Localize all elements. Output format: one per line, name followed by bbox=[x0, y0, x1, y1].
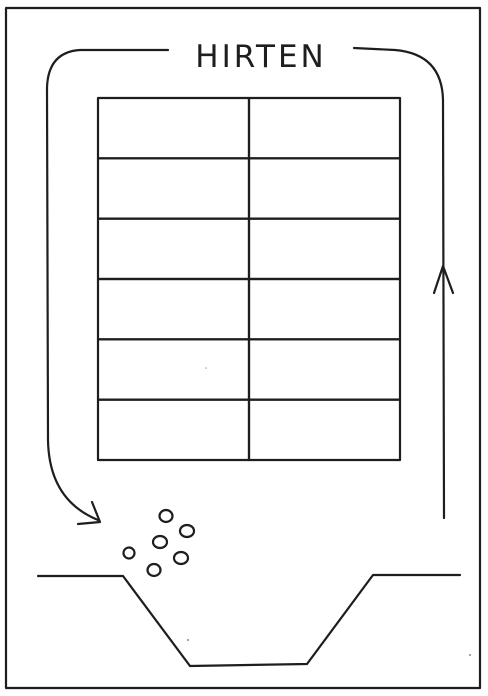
grid-cell bbox=[98, 279, 249, 339]
pebble bbox=[124, 548, 135, 559]
diagram-title: HIRTEN bbox=[195, 39, 326, 75]
loop-arrow-left-path bbox=[47, 50, 168, 520]
grid-cell bbox=[249, 158, 400, 218]
paper-speck bbox=[469, 654, 471, 656]
paper-speck bbox=[187, 639, 189, 641]
grid-cell bbox=[249, 339, 400, 399]
pebble bbox=[153, 536, 167, 548]
grid-cell bbox=[98, 158, 249, 218]
pebble bbox=[180, 525, 194, 537]
grid-cell bbox=[98, 400, 249, 460]
loop-arrow-left-head bbox=[78, 502, 100, 524]
grid-cell bbox=[249, 400, 400, 460]
grid-cell bbox=[249, 98, 400, 158]
grid-cell bbox=[98, 339, 249, 399]
grid-cell bbox=[249, 219, 400, 279]
pebble bbox=[160, 510, 173, 522]
pebble bbox=[148, 564, 161, 576]
grid-cell bbox=[98, 98, 249, 158]
outer-frame bbox=[6, 8, 480, 688]
grid bbox=[98, 98, 400, 460]
grid-cell bbox=[98, 219, 249, 279]
pebble-cluster bbox=[124, 510, 195, 576]
paper-speck bbox=[205, 367, 207, 369]
ground-pit bbox=[38, 575, 460, 666]
pebble bbox=[174, 552, 188, 564]
grid-cell bbox=[249, 279, 400, 339]
